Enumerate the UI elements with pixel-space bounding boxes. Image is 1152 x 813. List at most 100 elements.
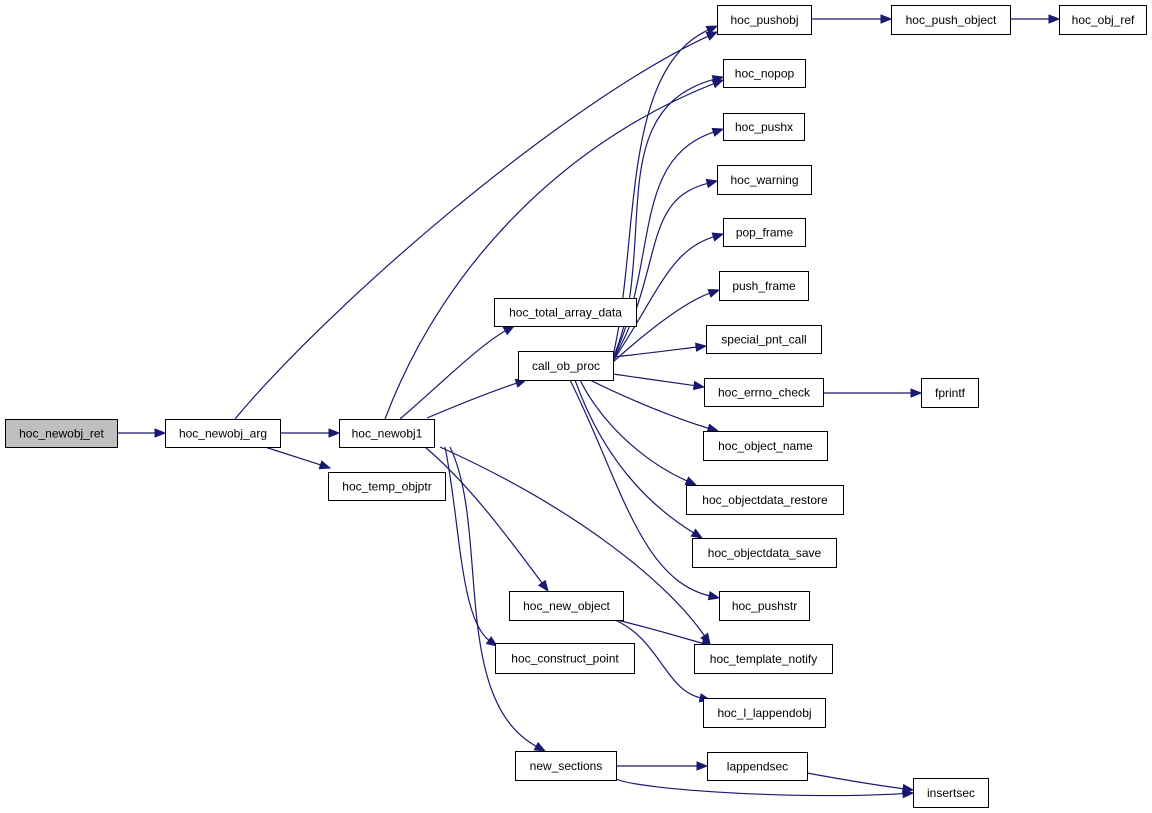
node-call_ob_proc[interactable]: call_ob_proc xyxy=(518,351,614,381)
node-box xyxy=(1059,5,1147,35)
arrow-head-icon xyxy=(705,31,719,41)
edge-line xyxy=(426,382,518,419)
node-label: call_ob_proc xyxy=(532,359,600,373)
edge-call_ob_proc-to-hoc_pushstr xyxy=(569,379,721,601)
node-hoc_pushstr[interactable]: hoc_pushstr xyxy=(719,591,810,621)
edge-hoc_push_object-to-hoc_obj_ref xyxy=(1010,14,1061,24)
node-box xyxy=(723,113,805,141)
node-lappendsec[interactable]: lappendsec xyxy=(707,752,808,781)
node-label: hoc_errno_check xyxy=(718,386,811,400)
edge-call_ob_proc-to-push_frame xyxy=(612,288,721,363)
node-new_sections[interactable]: new_sections xyxy=(515,751,617,781)
node-label: hoc_construct_point xyxy=(511,652,619,666)
node-box xyxy=(891,5,1011,35)
node-label: hoc_objectdata_save xyxy=(708,546,822,560)
edge-hoc_newobj1-to-call_ob_proc xyxy=(426,378,528,419)
node-hoc_total_array_data[interactable]: hoc_total_array_data xyxy=(494,298,637,327)
edge-hoc_newobj1-to-new_sections xyxy=(449,446,547,752)
node-label: hoc_push_object xyxy=(906,13,997,27)
node-box xyxy=(717,5,812,35)
node-box xyxy=(515,751,617,781)
node-hoc_push_object[interactable]: hoc_push_object xyxy=(891,5,1011,35)
node-hoc_pushobj[interactable]: hoc_pushobj xyxy=(717,5,812,35)
node-label: hoc_object_name xyxy=(718,439,813,453)
edge-call_ob_proc-to-special_pnt_call xyxy=(612,342,708,358)
node-box xyxy=(694,644,833,674)
node-box xyxy=(692,538,837,568)
node-label: hoc_newobj_ret xyxy=(19,427,104,441)
node-box xyxy=(707,752,808,781)
node-hoc_temp_objptr[interactable]: hoc_temp_objptr xyxy=(328,472,446,501)
arrow-head-icon xyxy=(318,460,332,470)
node-label: hoc_objectdata_restore xyxy=(702,493,828,507)
node-label: hoc_obj_ref xyxy=(1072,13,1135,27)
edge-line xyxy=(264,446,322,466)
node-hoc_template_notify[interactable]: hoc_template_notify xyxy=(694,644,833,674)
arrow-head-icon xyxy=(692,380,706,391)
node-hoc_obj_ref[interactable]: hoc_obj_ref xyxy=(1059,5,1147,35)
arrow-head-icon xyxy=(1048,14,1061,24)
edge-call_ob_proc-to-pop_frame xyxy=(612,232,725,362)
edge-hoc_newobj1-to-hoc_construct_point xyxy=(444,446,499,647)
edge-hoc_newobj_ret-to-hoc_newobj_arg xyxy=(117,428,167,438)
edge-line xyxy=(439,446,706,637)
node-hoc_errno_check[interactable]: hoc_errno_check xyxy=(704,378,824,407)
arrow-head-icon xyxy=(705,178,719,189)
edge-line xyxy=(612,346,698,358)
node-hoc_objectdata_restore[interactable]: hoc_objectdata_restore xyxy=(686,485,844,515)
arrow-head-icon xyxy=(706,423,720,433)
node-hoc_pushx[interactable]: hoc_pushx xyxy=(723,113,805,141)
node-insertsec[interactable]: insertsec xyxy=(913,778,989,808)
edge-line xyxy=(612,236,715,362)
edge-call_ob_proc-to-hoc_warning xyxy=(612,178,719,361)
node-hoc_newobj_ret[interactable]: hoc_newobj_ret xyxy=(5,419,118,448)
edge-line xyxy=(384,82,715,420)
edge-hoc_pushobj-to-hoc_push_object xyxy=(811,14,893,24)
node-hoc_objectdata_save[interactable]: hoc_objectdata_save xyxy=(692,538,837,568)
arrow-head-icon xyxy=(485,636,499,647)
node-label: hoc_newobj1 xyxy=(352,427,423,441)
node-fprintf[interactable]: fprintf xyxy=(921,378,979,408)
arrow-head-icon xyxy=(696,761,709,771)
edge-line xyxy=(424,446,544,585)
node-special_pnt_call[interactable]: special_pnt_call xyxy=(706,325,822,354)
node-label: hoc_newobj_arg xyxy=(179,427,267,441)
node-label: hoc_warning xyxy=(730,173,798,187)
arrow-head-icon xyxy=(707,591,721,601)
node-hoc_warning[interactable]: hoc_warning xyxy=(717,165,812,195)
node-box xyxy=(703,698,826,728)
edge-line xyxy=(574,379,695,534)
node-hoc_new_object[interactable]: hoc_new_object xyxy=(509,591,624,621)
edge-line xyxy=(399,329,507,420)
node-box xyxy=(706,325,822,354)
node-pop_frame[interactable]: pop_frame xyxy=(723,218,806,247)
node-hoc_newobj1[interactable]: hoc_newobj1 xyxy=(339,419,435,448)
node-box xyxy=(921,378,979,408)
node-box xyxy=(165,419,281,448)
node-hoc_construct_point[interactable]: hoc_construct_point xyxy=(495,643,635,674)
arrow-head-icon xyxy=(695,342,708,352)
node-box xyxy=(723,59,806,88)
edge-hoc_newobj_arg-to-hoc_newobj1 xyxy=(280,428,341,438)
arrow-head-icon xyxy=(705,25,719,35)
arrow-head-icon xyxy=(711,75,725,85)
node-push_frame[interactable]: push_frame xyxy=(719,271,809,301)
edge-line xyxy=(615,778,905,797)
node-label: hoc_l_lappendobj xyxy=(717,706,811,720)
node-label: insertsec xyxy=(927,786,975,800)
node-hoc_l_lappendobj[interactable]: hoc_l_lappendobj xyxy=(703,698,826,728)
node-label: push_frame xyxy=(732,279,796,293)
node-hoc_object_name[interactable]: hoc_object_name xyxy=(703,431,828,461)
arrow-head-icon xyxy=(154,428,167,438)
node-label: hoc_pushstr xyxy=(732,599,797,613)
node-hoc_newobj_arg[interactable]: hoc_newobj_arg xyxy=(165,419,281,448)
node-box xyxy=(719,271,809,301)
node-label: lappendsec xyxy=(727,760,788,774)
node-box xyxy=(719,591,810,621)
node-hoc_nopop[interactable]: hoc_nopop xyxy=(723,59,806,88)
edge-line xyxy=(234,35,710,420)
edge-call_ob_proc-to-hoc_objectdata_save xyxy=(574,379,704,539)
arrow-head-icon xyxy=(711,127,725,137)
edge-call_ob_proc-to-hoc_errno_check xyxy=(612,373,706,391)
